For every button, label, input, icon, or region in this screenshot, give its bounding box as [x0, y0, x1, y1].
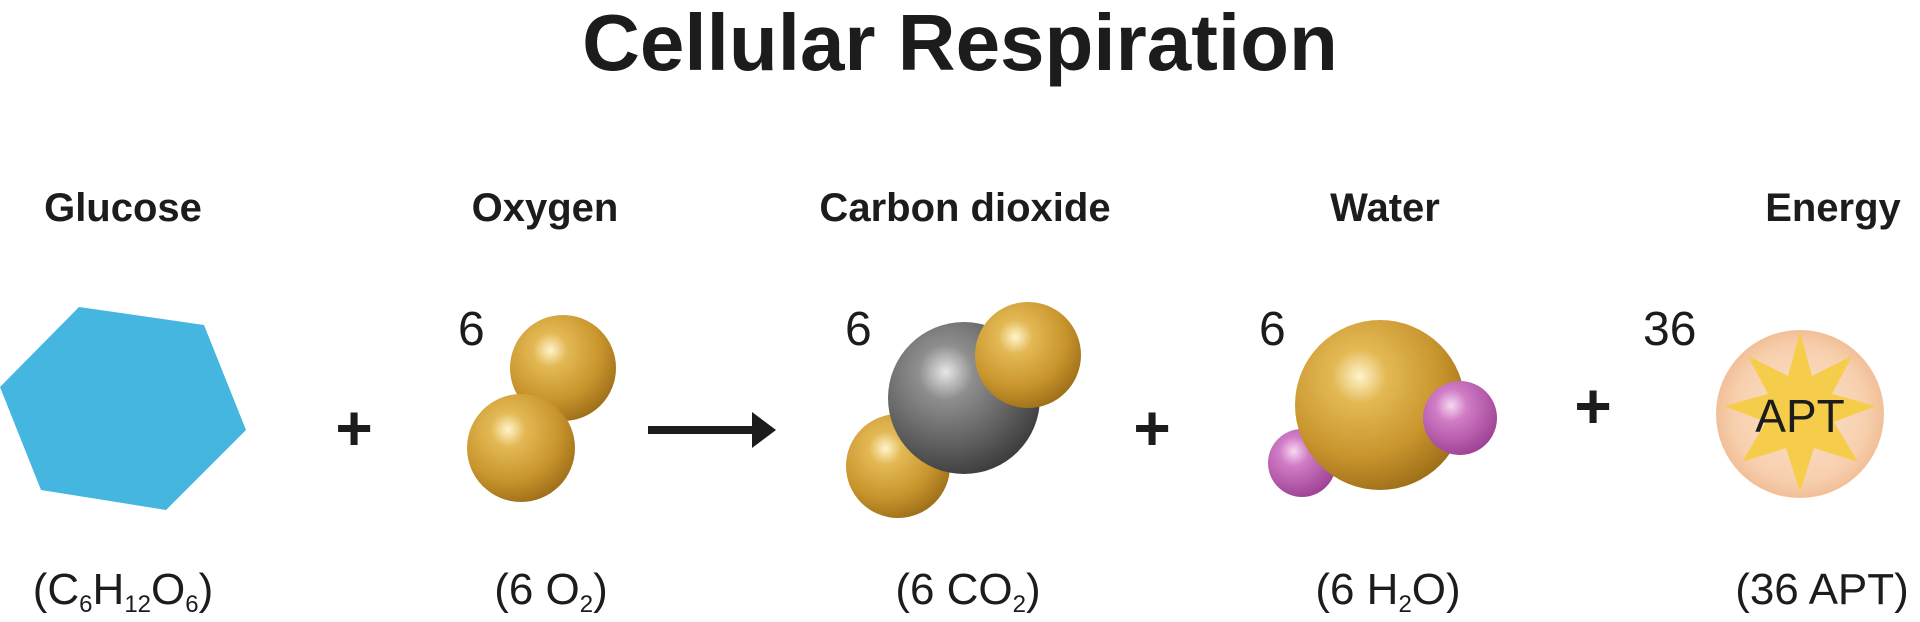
plus-operator: + — [1133, 392, 1171, 464]
formula-water: (6 H2O) — [1315, 565, 1461, 618]
atp-energy-icon — [1716, 330, 1884, 498]
coefficient-oxygen: 6 — [458, 303, 485, 356]
formula-glucose: (C6H12O6) — [32, 565, 214, 618]
plus-operator: + — [1574, 370, 1612, 442]
page-title: Cellular Respiration — [582, 0, 1338, 87]
label-energy: Energy — [1765, 186, 1901, 230]
label-oxygen: Oxygen — [471, 186, 619, 230]
label-glucose: Glucose — [44, 186, 202, 230]
glucose-hexagon-icon — [0, 307, 246, 510]
formula-carbon-dioxide: (6 CO2) — [895, 565, 1041, 618]
atp-label: APT — [1755, 390, 1845, 442]
carbon-dioxide-molecule-icon — [846, 302, 1081, 518]
label-carbon-dioxide: Carbon dioxide — [819, 186, 1111, 230]
coefficient-energy: 36 — [1643, 303, 1697, 356]
coefficient-carbon-dioxide: 6 — [845, 303, 872, 356]
plus-operator: + — [335, 392, 373, 464]
coefficient-water: 6 — [1259, 303, 1286, 356]
oxygen-molecule-icon — [467, 315, 616, 502]
formula-energy: (36 APT) — [1735, 565, 1909, 614]
label-water: Water — [1330, 186, 1440, 230]
water-molecule-icon — [1268, 320, 1497, 497]
reaction-arrow-icon — [648, 412, 776, 448]
formula-oxygen: (6 O2) — [494, 565, 608, 618]
